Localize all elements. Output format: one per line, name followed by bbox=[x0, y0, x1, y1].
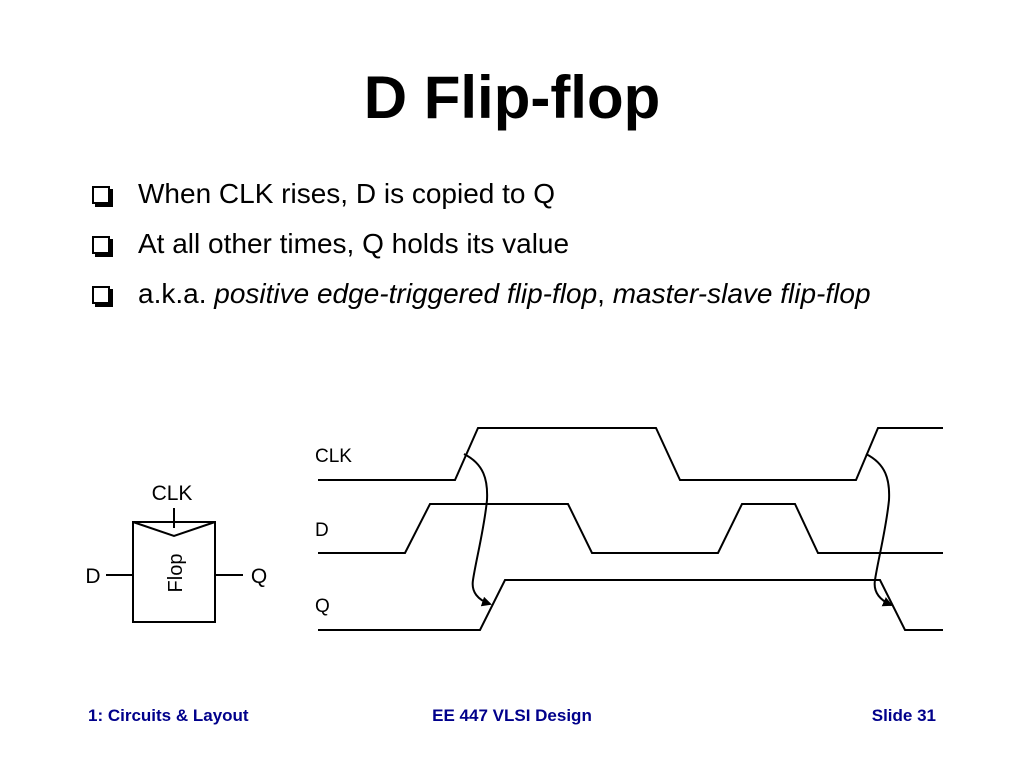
bullet-text: At all other times, Q holds its value bbox=[138, 228, 569, 259]
slide-title: D Flip-flop bbox=[363, 64, 661, 131]
bullet-item: When CLK rises, D is copied to Q bbox=[88, 176, 948, 212]
bullet-list: When CLK rises, D is copied to Q At all … bbox=[88, 176, 948, 326]
hollow-square-bullet-icon bbox=[92, 286, 110, 304]
d-waveform bbox=[318, 503, 943, 554]
bullet-text-part: When CLK rises, D is copied to Q bbox=[138, 178, 556, 209]
bullet-text: a.k.a. positive edge-triggered flip-flop… bbox=[138, 278, 871, 309]
clk-waveform bbox=[318, 427, 943, 481]
clock-triangle-icon bbox=[132, 521, 216, 538]
bullet-text: When CLK rises, D is copied to Q bbox=[138, 178, 555, 209]
hollow-square-bullet-icon bbox=[92, 236, 110, 254]
footer-slide-number: Slide 31 bbox=[871, 706, 936, 725]
footer-course-name: EE 447 VLSI Design bbox=[432, 706, 592, 725]
flop-symbol: CLK D Q Flop bbox=[85, 482, 267, 623]
bullet-item: At all other times, Q holds its value bbox=[88, 226, 948, 262]
timing-diagram: CLK D Q bbox=[315, 427, 943, 631]
flop-clk-label: CLK bbox=[152, 482, 193, 505]
flop-d-label: D bbox=[85, 565, 100, 588]
bullet-text-italic: positive edge-triggered flip-flop bbox=[214, 278, 598, 309]
hollow-square-bullet-icon bbox=[92, 186, 110, 204]
d-signal-label: D bbox=[315, 520, 329, 541]
bullet-text-italic: master-slave flip-flop bbox=[612, 278, 871, 309]
bullet-text-part: , bbox=[597, 278, 613, 309]
footer-course-section: 1: Circuits & Layout bbox=[88, 706, 249, 725]
clk-signal-label: CLK bbox=[315, 446, 352, 467]
flop-box bbox=[132, 521, 216, 623]
flop-box-label: Flop bbox=[165, 554, 187, 593]
bullet-item: a.k.a. positive edge-triggered flip-flop… bbox=[88, 276, 948, 312]
causality-arrow-2 bbox=[865, 453, 893, 607]
q-signal-label: Q bbox=[315, 596, 330, 617]
causality-arrow-1 bbox=[463, 453, 492, 607]
q-waveform bbox=[318, 579, 943, 631]
flop-q-label: Q bbox=[251, 565, 267, 588]
bullet-text-part: a.k.a. bbox=[138, 278, 215, 309]
bullet-text-part: At all other times, Q holds its value bbox=[138, 228, 570, 259]
